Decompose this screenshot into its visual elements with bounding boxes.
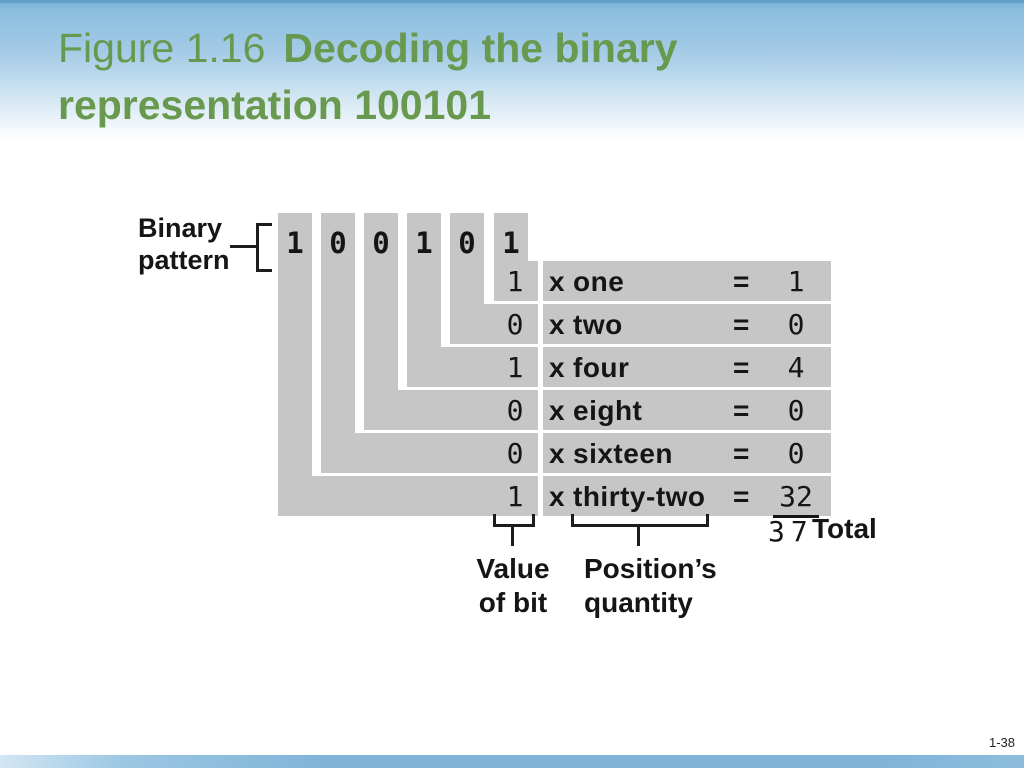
position-quantity-brace-right-tick <box>706 514 709 527</box>
decode-row-two: x two = 0 <box>543 304 831 344</box>
top-edge-strip <box>0 0 1024 3</box>
equals-sign: = <box>733 438 750 469</box>
total-label: Total <box>812 513 877 544</box>
row-bit-value: 1 <box>506 351 524 384</box>
multiply-sign: x <box>549 352 565 383</box>
title-line-2: representation 100101 <box>58 77 678 134</box>
page-number: 1-38 <box>989 735 1016 750</box>
bit-lbar-32s <box>278 476 538 516</box>
decode-row-one: x one = 1 <box>543 261 831 301</box>
pattern-bracket-bottom-arm <box>256 269 272 272</box>
value-of-bit-line1: Value <box>476 553 550 584</box>
multiply-sign: x <box>549 266 565 297</box>
value-of-bit-brace-right-tick <box>532 514 535 527</box>
position-quantity-line2: quantity <box>584 587 693 618</box>
value-of-bit-brace <box>493 524 535 527</box>
decode-row-four: x four = 4 <box>543 347 831 387</box>
bit-digit: 0 <box>329 226 347 260</box>
pattern-bracket-vertical <box>256 223 259 272</box>
row-bit-value: 1 <box>506 480 524 513</box>
equals-sign: = <box>733 309 750 340</box>
binary-pattern-label: Binary pattern <box>138 212 230 276</box>
position-word: one <box>573 266 625 297</box>
row-bit-value: 0 <box>506 394 524 427</box>
row-result: 0 <box>787 394 805 427</box>
row-bit-value: 1 <box>506 265 524 298</box>
bit-column-32s: 1 <box>278 213 312 516</box>
position-word: two <box>573 309 623 340</box>
position-quantity-label: Position’s quantity <box>584 552 744 620</box>
slide-title: Figure 1.16 Decoding the binary represent… <box>58 20 678 134</box>
title-line-1: Figure 1.16 Decoding the binary <box>58 20 678 77</box>
figure-number-label: Figure 1.16 <box>58 25 266 71</box>
value-of-bit-brace-stem <box>511 524 514 546</box>
position-quantity-brace <box>571 524 709 527</box>
bottom-gradient-bar <box>0 755 1024 768</box>
title-bold-line2: representation 100101 <box>58 82 492 128</box>
multiply-sign: x <box>549 309 565 340</box>
multiply-sign: x <box>549 481 565 512</box>
row-result-underlined: 32 <box>765 476 827 518</box>
multiply-sign: x <box>549 395 565 426</box>
pattern-bracket-top-arm <box>256 223 272 226</box>
bit-column-16s: 0 <box>321 213 355 473</box>
position-quantity-line1: Position’s <box>584 553 717 584</box>
equals-sign: = <box>733 266 750 297</box>
bit-digit: 1 <box>502 226 520 260</box>
position-word: four <box>573 352 630 383</box>
value-of-bit-brace-left-tick <box>493 514 496 527</box>
position-quantity-brace-stem <box>637 524 640 546</box>
multiply-sign: x <box>549 438 565 469</box>
bit-digit: 1 <box>415 226 433 260</box>
position-word: sixteen <box>573 438 673 469</box>
decode-row-eight: x eight = 0 <box>543 390 831 430</box>
bit-lbar-2s <box>450 304 538 344</box>
value-of-bit-line2: of bit <box>478 587 548 618</box>
decode-row-thirty-two: x thirty-two = 32 <box>543 476 831 518</box>
bit-digit: 1 <box>286 226 304 260</box>
bit-digit: 0 <box>372 226 390 260</box>
binary-pattern-label-line1: Binary <box>138 213 223 243</box>
row-result: 0 <box>787 308 805 341</box>
equals-sign: = <box>733 395 750 426</box>
row-result: 0 <box>787 437 805 470</box>
equals-sign: = <box>733 481 750 512</box>
equals-sign: = <box>733 352 750 383</box>
bit-lbar-1s <box>494 261 538 301</box>
row-bit-value: 0 <box>506 308 524 341</box>
binary-pattern-label-line2: pattern <box>138 245 230 275</box>
row-result: 1 <box>787 265 805 298</box>
value-of-bit-label: Value of bit <box>453 552 573 620</box>
title-bold-line1: Decoding the binary <box>283 25 678 71</box>
bit-lbar-16s <box>321 433 538 473</box>
position-word: eight <box>573 395 643 426</box>
bit-lbar-8s <box>364 390 538 430</box>
row-bit-value: 0 <box>506 437 524 470</box>
row-result: 4 <box>787 351 805 384</box>
position-word: thirty-two <box>573 481 706 512</box>
total-value: 37 <box>768 515 814 548</box>
decode-row-sixteen: x sixteen = 0 <box>543 433 831 473</box>
bit-digit: 0 <box>458 226 476 260</box>
position-quantity-brace-left-tick <box>571 514 574 527</box>
pattern-bracket-connector <box>230 245 258 248</box>
bit-lbar-4s <box>407 347 538 387</box>
